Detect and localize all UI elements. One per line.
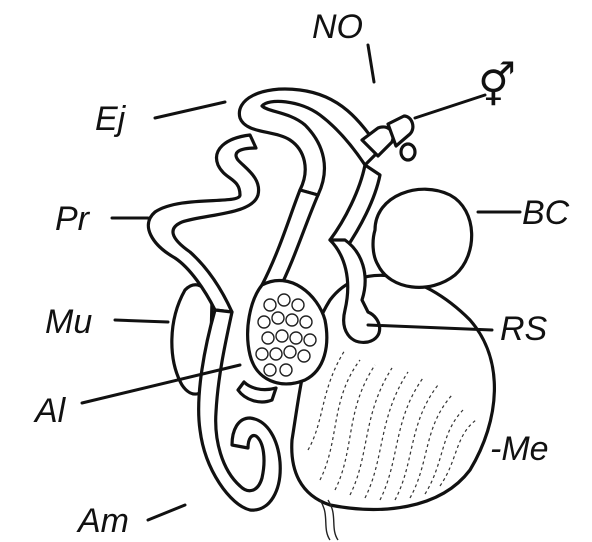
label-al: Al [33,392,67,430]
label-mu: Mu [45,303,92,341]
label-ej: Ej [95,100,127,138]
label-am: Am [76,502,129,540]
label-bc: BC [522,194,570,232]
label-no: NO [312,8,363,46]
label-pr: Pr [55,200,91,238]
label-me: -Me [490,430,549,468]
bc-organ [373,189,472,287]
label-sex: ⚥ [478,61,516,109]
al-organ [248,280,327,383]
label-rs: RS [500,310,548,348]
